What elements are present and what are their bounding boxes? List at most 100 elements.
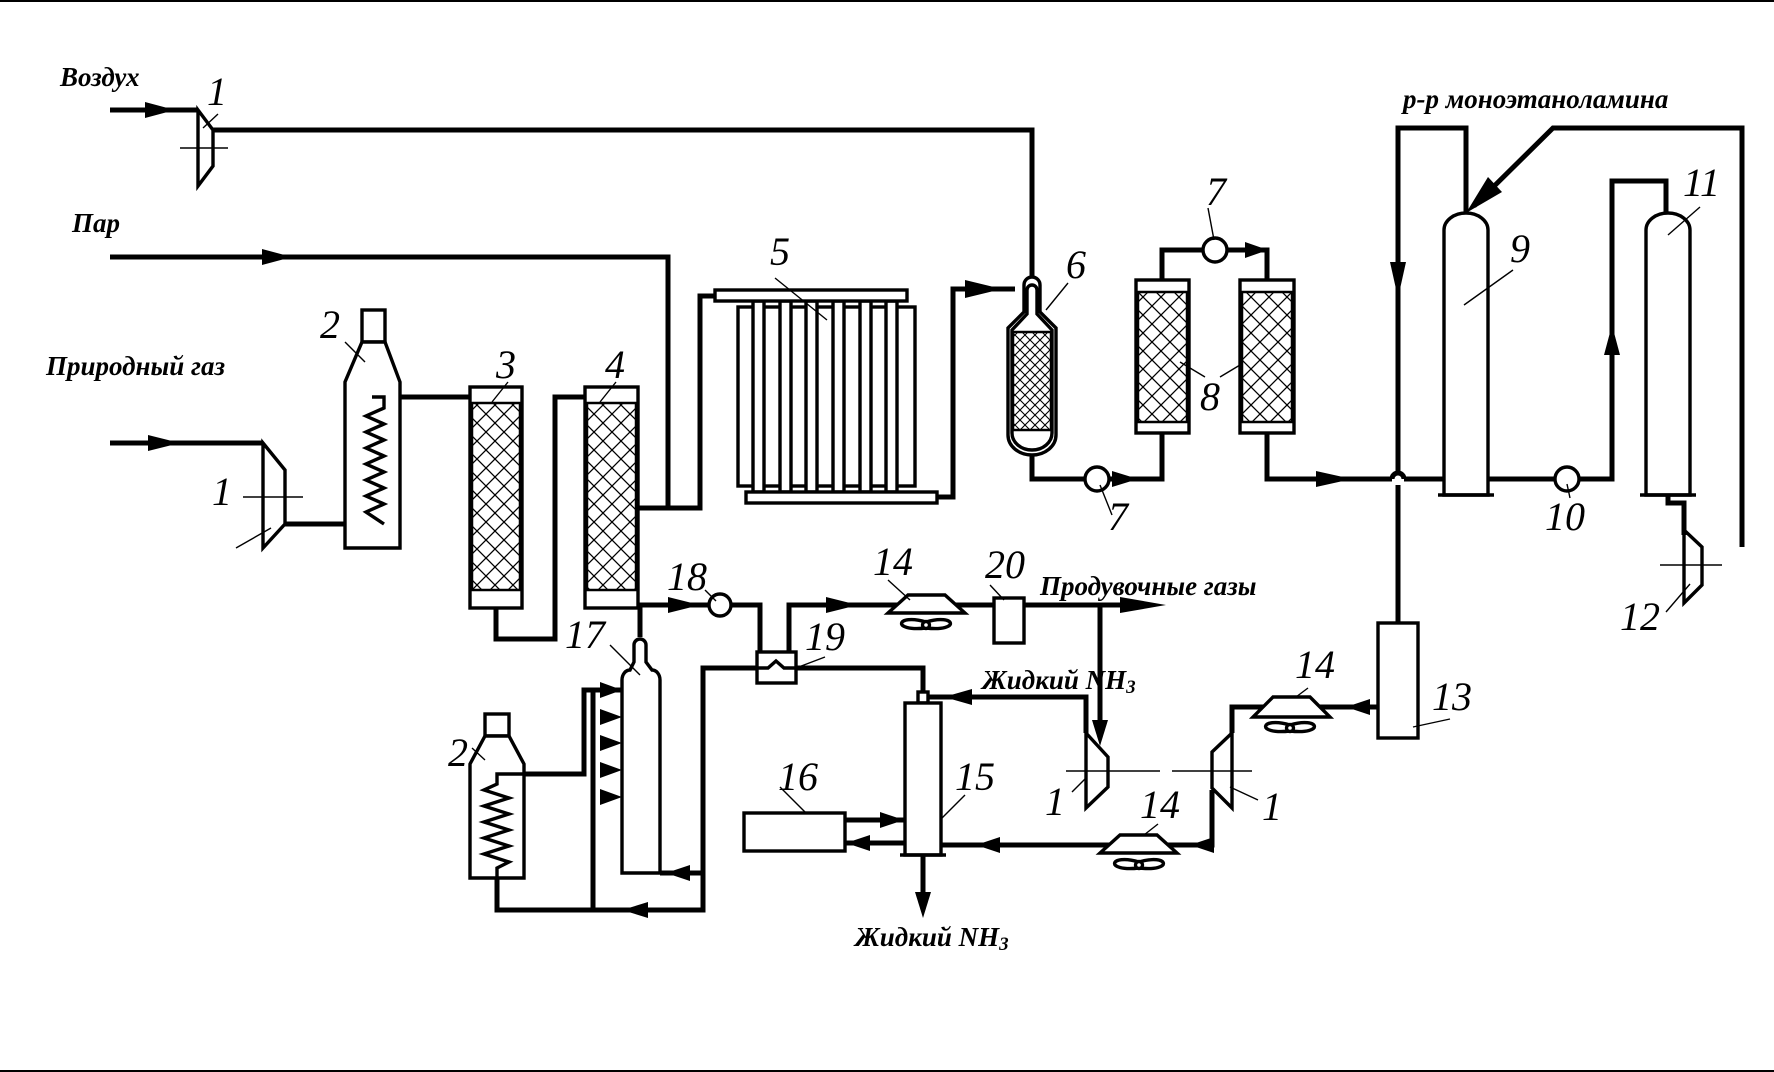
pump-10 — [1553, 465, 1581, 493]
stream-label-steam: Пар — [71, 208, 120, 238]
arrow-icon — [668, 597, 700, 613]
pump-7-top — [1201, 236, 1229, 264]
arrow-icon — [1092, 720, 1108, 746]
arrow-icon — [1112, 471, 1138, 487]
pipe-13-to-cooler — [1229, 704, 1378, 733]
label-circulation-pump-18: 18 — [667, 554, 707, 599]
label-compressor-1-right: 1 — [1262, 784, 1282, 829]
label-desulfurizer-4: 4 — [605, 342, 625, 387]
label-reformer-5: 5 — [770, 229, 790, 274]
vessel-13 — [1376, 621, 1451, 740]
arrow-icon — [262, 249, 292, 265]
secondary-reformer-6 — [1006, 275, 1069, 457]
distribution-arrows — [600, 682, 622, 805]
desulfurizer-3 — [468, 381, 524, 610]
label-heater-top: 2 — [320, 302, 340, 347]
pipe-mea-return — [1472, 125, 1745, 547]
desulfurizer-4 — [583, 381, 640, 610]
leader-line — [1179, 361, 1206, 378]
arrow-icon — [148, 435, 180, 451]
compressor-gas — [235, 438, 303, 553]
converter-8a — [1134, 278, 1191, 435]
leader-line — [704, 589, 717, 602]
arrow-icon — [1316, 471, 1352, 487]
cooler-14-bottom — [1095, 823, 1182, 871]
arrow-icon — [1346, 699, 1370, 715]
arrow-icon — [1466, 177, 1502, 213]
heat-exchanger-19 — [755, 650, 826, 685]
cooler-14-top — [883, 579, 970, 631]
synthesis-column-17 — [609, 637, 662, 875]
reformer-5 — [713, 277, 939, 505]
label-pump-7-top: 7 — [1206, 169, 1228, 214]
label-separator-15: 15 — [955, 754, 995, 799]
pipe-reformer-to-6 — [937, 286, 1015, 500]
leader-line — [1566, 483, 1571, 499]
stream-label-natural-gas: Природный газ — [45, 351, 225, 381]
pump-7-bottom — [1083, 465, 1111, 493]
converter-8b — [1238, 278, 1296, 435]
separator-20 — [989, 584, 1026, 645]
leader-line — [1219, 364, 1241, 378]
label-compressor-air: 1 — [207, 69, 227, 114]
stream-label-liquid-nh3-out: Жидкий NH3 — [853, 922, 1009, 955]
pipe-3-to-4 — [493, 394, 585, 642]
compressor-1-left — [1066, 728, 1160, 812]
compressor-12 — [1660, 526, 1722, 613]
pipe-bottom-return — [494, 878, 593, 913]
stream-label-liquid-nh3-in: Жидкий NH3 — [980, 665, 1136, 698]
pipe-15-to-19 — [593, 665, 926, 913]
absorber-9 — [1438, 211, 1514, 497]
label-converter-8: 8 — [1200, 374, 1220, 419]
stream-label-purge: Продувочные газы — [1039, 571, 1257, 601]
label-compressor-12: 12 — [1620, 594, 1660, 639]
label-absorber-9: 9 — [1510, 226, 1530, 271]
arrow-icon — [1604, 325, 1620, 355]
pipe-17-to-18 — [637, 602, 763, 652]
pipe-air-to-reactor-6 — [213, 127, 1035, 285]
label-pump-7-bottom: 7 — [1108, 494, 1130, 539]
label-compressor-1-left: 1 — [1045, 779, 1065, 824]
separator-15 — [900, 690, 966, 857]
label-cooler-14-top: 14 — [873, 539, 913, 584]
pipe-8b-to-absorber — [1264, 433, 1392, 482]
compressor-1-right — [1172, 729, 1259, 813]
pipe-liquid-nh3-in — [928, 694, 1089, 733]
label-synthesis-column-17: 17 — [565, 612, 607, 657]
arrow-icon — [880, 812, 904, 828]
heater-top — [343, 308, 402, 550]
stream-label-mea: р-р моноэтаноламина — [1401, 84, 1668, 114]
label-heat-exchanger-19: 19 — [805, 614, 845, 659]
label-vessel-13: 13 — [1432, 674, 1472, 719]
pipe-crossover — [1389, 470, 1407, 480]
label-regenerator-11: 11 — [1683, 160, 1720, 205]
label-desulfurizer-3: 3 — [495, 342, 516, 387]
arrow-icon — [846, 835, 870, 851]
arrow-icon — [145, 102, 175, 118]
arrow-icon — [1390, 262, 1406, 298]
pipe-absorber-overhead — [1395, 125, 1469, 473]
compressor-air — [180, 104, 228, 192]
label-heater-bottom: 2 — [448, 730, 468, 775]
pipe-regenerator-to-12 — [1665, 495, 1687, 535]
label-cooler-14-bottom: 14 — [1140, 782, 1180, 827]
label-pump-10: 10 — [1545, 494, 1585, 539]
arrow-icon — [915, 892, 931, 918]
label-evaporator-16: 16 — [778, 754, 818, 799]
evaporator-16 — [742, 786, 847, 853]
leader-line — [1099, 484, 1113, 516]
leader-line — [1207, 207, 1215, 241]
arrow-icon — [965, 280, 1002, 298]
arrow-icon — [1245, 242, 1268, 258]
stream-label-air: Воздух — [59, 62, 140, 92]
label-secondary-reformer-6: 6 — [1066, 242, 1086, 287]
label-separator-20: 20 — [985, 542, 1025, 587]
arrow-icon — [976, 837, 1000, 853]
arrow-icon — [1190, 837, 1214, 853]
arrow-icon — [622, 902, 648, 918]
label-cooler-14-right: 14 — [1295, 642, 1335, 687]
heater-bottom — [468, 712, 526, 880]
pipe-4-to-reformer — [638, 293, 715, 511]
arrow-icon — [826, 597, 858, 613]
arrow-icon — [944, 689, 972, 705]
